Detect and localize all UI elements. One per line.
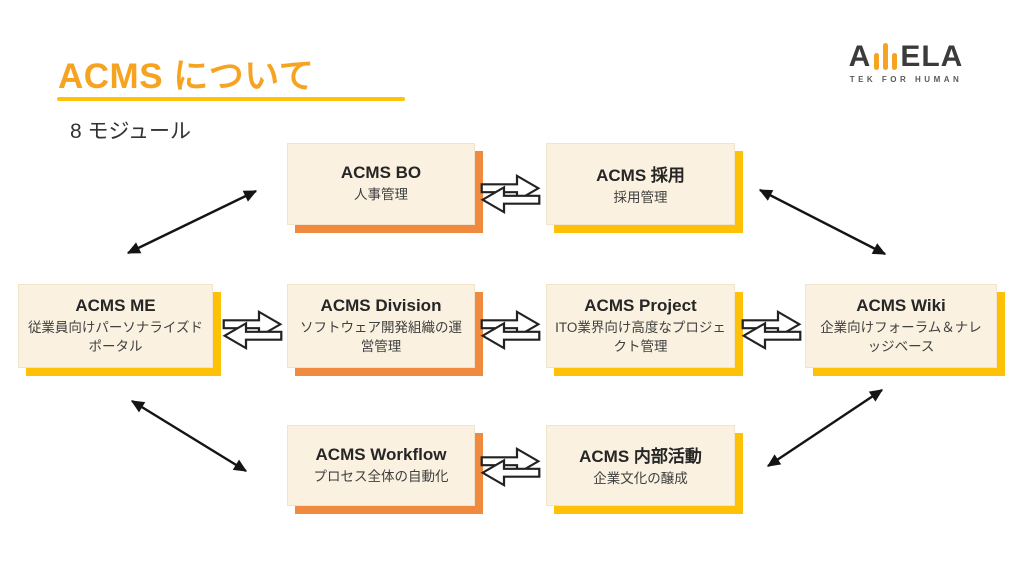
module-desc: 企業文化の醸成	[593, 471, 688, 487]
swap-arrow-project-wiki-icon	[741, 309, 802, 351]
module-desc: 企業向けフォーラム＆ナレッジベース	[820, 320, 982, 354]
arrow-saiyo-wiki-icon	[758, 188, 887, 256]
module-title: ACMS Division	[320, 296, 442, 316]
module-title: ACMS Workflow	[315, 444, 447, 464]
module-desc: ITO業界向け高度なプロジェクト管理	[555, 320, 726, 354]
module-desc: ソフトウェア開発組織の運営管理	[300, 320, 462, 354]
module-title: ACMS Project	[584, 296, 697, 316]
module-desc: 従業員向けパーソナライズドポータル	[27, 320, 204, 354]
arrow-me-workflow-icon	[130, 399, 248, 473]
module-title: ACMS 内部活動	[579, 447, 702, 467]
module-box-acms-me: ACMS ME 従業員向けパーソナライズドポータル	[18, 284, 213, 368]
module-box-acms-project: ACMS Project ITO業界向け高度なプロジェクト管理	[546, 284, 735, 368]
module-desc: 採用管理	[613, 189, 668, 205]
module-title: ACMS BO	[340, 163, 422, 183]
module-box-acms-division: ACMS Division ソフトウェア開発組織の運営管理	[287, 284, 475, 368]
swap-arrow-division-project-icon	[480, 309, 541, 351]
module-title: ACMS 採用	[596, 165, 685, 185]
title-underline	[57, 97, 405, 101]
logo-tagline: TEK FOR HUMAN	[849, 75, 963, 84]
swap-arrow-me-division-icon	[222, 309, 283, 351]
page-title: ACMS について	[58, 57, 315, 96]
module-box-acms-saiyo: ACMS 採用 採用管理	[546, 143, 735, 225]
module-box-acms-bo: ACMS BO 人事管理	[287, 143, 475, 225]
arrow-wiki-naibu-icon	[766, 389, 884, 467]
swap-arrow-workflow-naibu-icon	[480, 446, 541, 488]
page-subtitle: 8 モジュール	[70, 120, 192, 143]
amela-logo: A ELA TEK FOR HUMAN	[826, 36, 986, 85]
logo-soundwave-bars-icon	[874, 40, 898, 70]
module-title: ACMS ME	[75, 296, 156, 316]
module-box-acms-workflow: ACMS Workflow プロセス全体の自動化	[287, 425, 475, 506]
amela-logo-wordmark: A ELA	[826, 36, 986, 73]
module-box-acms-wiki: ACMS Wiki 企業向けフォーラム＆ナレッジベース	[805, 284, 997, 368]
module-desc: 人事管理	[354, 187, 408, 203]
swap-arrow-bo-saiyo-icon	[480, 173, 541, 215]
module-title: ACMS Wiki	[856, 296, 946, 316]
arrow-me-bo-icon	[126, 189, 258, 255]
module-desc: プロセス全体の自動化	[313, 468, 449, 484]
logo-letter-a: A	[848, 40, 872, 73]
module-box-acms-naibu: ACMS 内部活動 企業文化の醸成	[546, 425, 735, 506]
logo-letters-ela: ELA	[900, 40, 964, 73]
